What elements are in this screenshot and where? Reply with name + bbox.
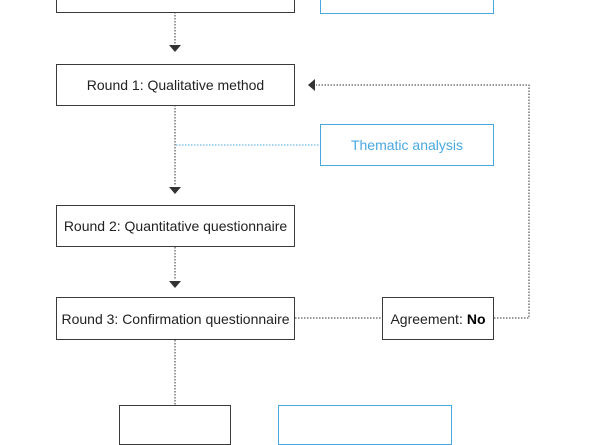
- previous-step-box: [56, 0, 295, 13]
- round2-label: Round 2: Quantitative questionnaire: [63, 218, 288, 234]
- arrowhead-round2: [169, 187, 181, 194]
- thematic-analysis-box: Thematic analysis: [320, 124, 494, 166]
- thematic-analysis-label: Thematic analysis: [350, 137, 464, 153]
- arrowhead-round3: [169, 281, 181, 288]
- arrowhead-round1: [169, 45, 181, 52]
- next-side-box: [278, 405, 452, 445]
- previous-side-box: [320, 0, 494, 14]
- connector-agreement-loop: [316, 84, 530, 319]
- round2-box: Round 2: Quantitative questionnaire: [56, 205, 295, 247]
- arrowhead-loop-round1: [308, 79, 315, 91]
- round3-label: Round 3: Confirmation questionnaire: [61, 310, 290, 327]
- round1-box: Round 1: Qualitative method: [56, 64, 295, 106]
- round1-label: Round 1: Qualitative method: [86, 77, 265, 93]
- round3-box: Round 3: Confirmation questionnaire: [56, 297, 295, 340]
- agreement-value: No: [466, 310, 486, 327]
- connector-layer: [169, 12, 530, 405]
- agreement-label: Agreement:: [390, 310, 463, 327]
- agreement-box: Agreement: No: [382, 297, 494, 340]
- next-step-box: [119, 405, 231, 445]
